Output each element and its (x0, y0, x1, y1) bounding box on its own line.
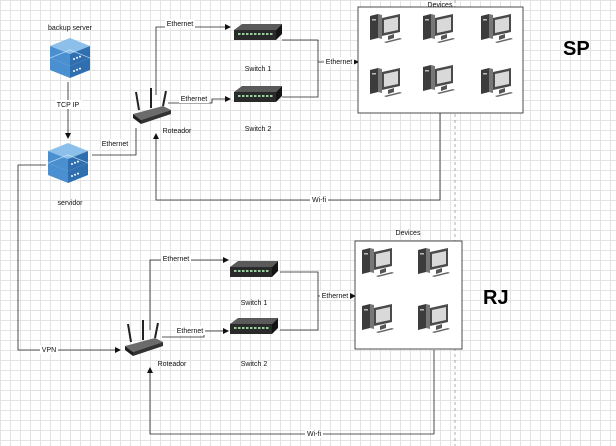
edge-label-vpn: VPN (42, 347, 56, 354)
rj-switch2-label: Switch 2 (241, 361, 268, 368)
edge-rj-wifi (147, 350, 435, 435)
router-icon (132, 87, 172, 125)
edge-label-wifi: Wi-fi (307, 431, 321, 438)
edge-router-sp-switch1 (155, 24, 231, 95)
edge-label-tcp-ip: TCP IP (57, 102, 80, 109)
edge-label-ethernet: Ethernet (163, 256, 190, 263)
router-rj-node[interactable]: Roteador (124, 319, 187, 368)
backup-server-node[interactable]: backup server (48, 25, 93, 79)
sp-switch2-node[interactable]: Switch 2 (234, 86, 282, 133)
edge-vpn (17, 164, 121, 353)
edge-label-ethernet: Ethernet (322, 293, 349, 300)
servidor-node[interactable]: servidor (47, 142, 89, 207)
region-label-sp: SP (563, 38, 590, 60)
sp-switch2-label: Switch 2 (245, 126, 272, 133)
switch-icon (230, 318, 278, 334)
router-sp-node[interactable]: Roteador (132, 87, 192, 135)
servidor-label: servidor (58, 200, 84, 207)
edge-label-ethernet: Ethernet (177, 328, 204, 335)
backup-server-label: backup server (48, 25, 93, 32)
edge-router-rj-switch1 (149, 257, 229, 330)
edge-servidor-router-sp (92, 128, 137, 156)
edge-sp-switches-devices (282, 59, 359, 98)
rj-switch1-node[interactable]: Switch 1 (230, 261, 278, 307)
edge-label-ethernet: Ethernet (167, 21, 194, 28)
router-rj-label: Roteador (158, 361, 187, 368)
rj-devices-label: Devices (396, 230, 421, 237)
server-icon (49, 37, 91, 79)
router-sp-label: Roteador (163, 128, 192, 135)
sp-devices-label: Devices (428, 2, 453, 9)
edge-label-ethernet: Ethernet (326, 59, 353, 66)
router-icon (124, 319, 164, 357)
rj-devices-group[interactable]: Devices (354, 230, 463, 350)
edge-label-ethernet: Ethernet (181, 96, 208, 103)
rj-switch1-label: Switch 1 (241, 300, 268, 307)
edge-sp-switch1-devices (282, 39, 319, 62)
rj-switch2-node[interactable]: Switch 2 (230, 318, 278, 368)
edge-rj-switches-devices (280, 293, 356, 331)
switch-icon (234, 86, 282, 102)
server-icon (47, 142, 89, 184)
switch-icon (230, 261, 278, 277)
edge-rj-switch1-devices (280, 271, 319, 296)
switch-icon (234, 24, 282, 40)
edge-label-ethernet: Ethernet (102, 141, 129, 148)
region-label-rj: RJ (483, 287, 509, 309)
sp-switch1-node[interactable]: Switch 1 (234, 24, 282, 73)
sp-switch1-label: Switch 1 (245, 66, 272, 73)
edge-labels: TCP IP Ethernet Ethernet Ethernet Ethern… (40, 19, 354, 438)
edge-label-wifi: Wi-fi (312, 197, 326, 204)
sp-devices-group[interactable]: Devices (357, 2, 524, 114)
edge-sp-wifi (153, 113, 441, 201)
